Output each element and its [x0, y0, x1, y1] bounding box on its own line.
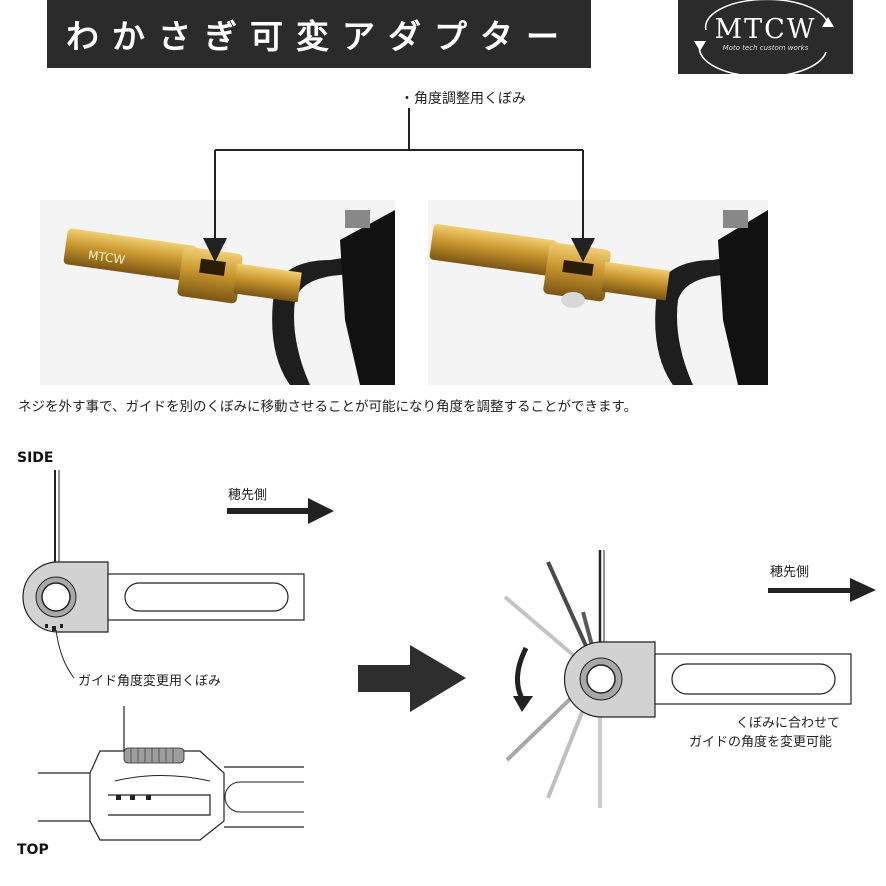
product-photo-before: MTCW	[40, 200, 395, 385]
title-banner: わかさぎ可変アダプター	[47, 0, 591, 68]
right-arrow-icon	[227, 498, 334, 524]
adjust-note-line2: ガイドの角度を変更可能	[689, 735, 833, 750]
tip-direction-label-left: 穂先側	[228, 488, 268, 503]
adapter-photo-illustration	[429, 210, 768, 385]
logo-text: MTCW	[714, 14, 817, 45]
adjust-note-line1: くぼみに合わせて	[736, 716, 841, 731]
callout-label: ・角度調整用くぼみ	[400, 91, 526, 107]
product-photo-after	[428, 200, 768, 385]
top-view-diagram	[38, 706, 304, 841]
logo-tagline: Moto tech custom works	[722, 44, 809, 52]
top-view-heading: TOP	[17, 842, 49, 858]
tip-direction-label-right: 穂先側	[770, 565, 810, 580]
rotated-guide-diagram	[503, 550, 852, 808]
down-arrow-icon	[203, 238, 227, 262]
page-title: わかさぎ可変アダプター	[66, 17, 572, 56]
brand-logo: MTCW Moto tech custom works	[678, 0, 853, 74]
logo-arrow-circle-icon	[694, 0, 834, 74]
description-text: ネジを外す事で、ガイドを別のくぼみに移動させることが可能になり角度を調整すること…	[18, 399, 638, 415]
svg-text:MTCW: MTCW	[87, 248, 126, 267]
curved-arrow-icon	[515, 646, 529, 704]
adapter-photo-illustration: MTCW	[63, 210, 395, 385]
big-right-arrow-icon	[358, 645, 466, 712]
down-arrow-icon	[571, 238, 595, 262]
notch-label: ガイド角度変更用くぼみ	[78, 674, 222, 689]
side-view-diagram	[22, 470, 305, 679]
right-arrow-icon	[768, 578, 876, 602]
side-view-heading: SIDE	[17, 450, 54, 466]
